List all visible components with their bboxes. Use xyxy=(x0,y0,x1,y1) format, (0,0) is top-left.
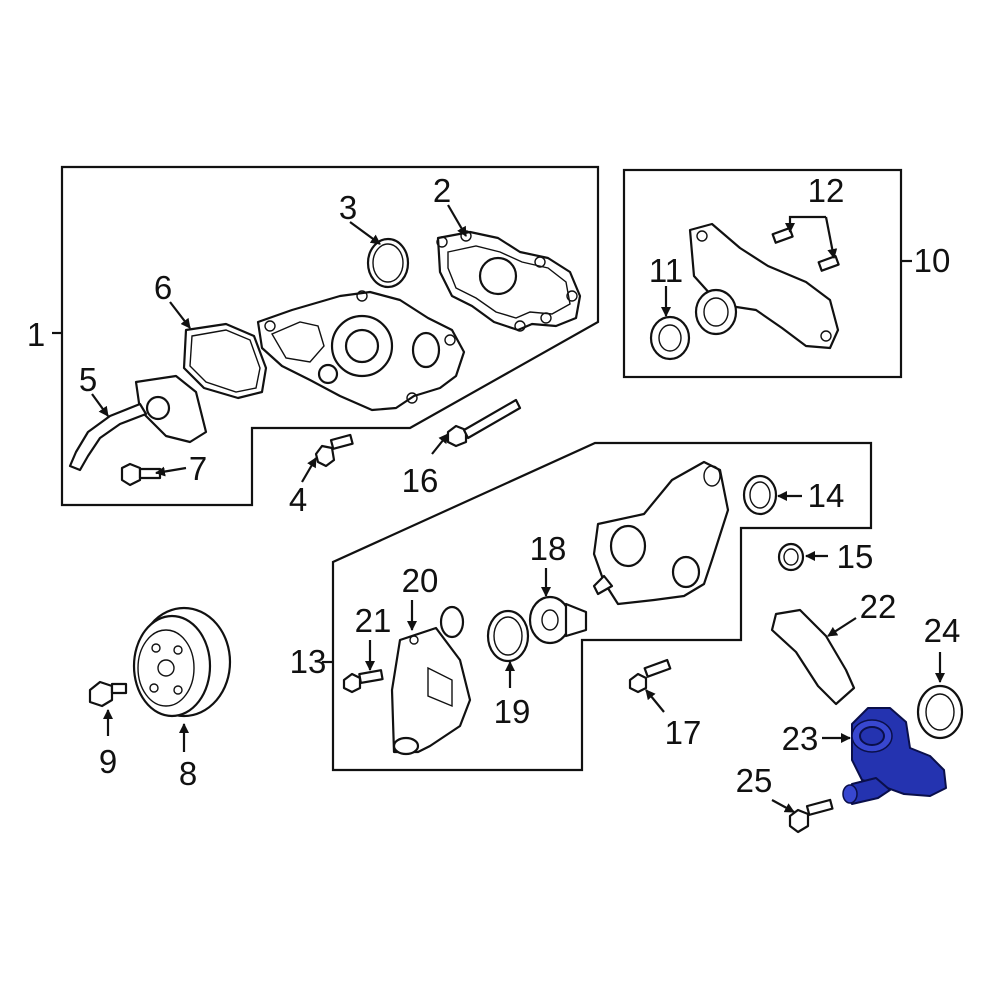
thermostat-group-box xyxy=(331,441,873,772)
callout-22: 22 xyxy=(860,588,897,625)
callout-8: 8 xyxy=(179,755,197,792)
bolt-21 xyxy=(342,669,384,694)
pump-gasket xyxy=(182,322,268,400)
bolt-7 xyxy=(120,462,162,487)
bolt-17 xyxy=(628,658,672,694)
callout-25: 25 xyxy=(736,762,773,799)
pump-o-ring xyxy=(366,237,410,289)
arrow-5 xyxy=(91,393,109,417)
seal-15 xyxy=(777,542,805,572)
coolant-outlet-housing xyxy=(688,222,840,350)
callout-17: 17 xyxy=(665,714,702,751)
arrow-12a xyxy=(785,215,826,233)
callout-19: 19 xyxy=(494,693,531,730)
callout-6: 6 xyxy=(154,269,172,306)
arrow-4 xyxy=(301,457,317,483)
callout-9: 9 xyxy=(99,743,117,780)
pump-inlet-pipe xyxy=(68,374,208,472)
callout-11: 11 xyxy=(649,252,683,289)
callout-21: 21 xyxy=(355,602,392,639)
callout-3: 3 xyxy=(339,189,357,226)
callout-4: 4 xyxy=(289,481,307,518)
arrow-2 xyxy=(447,204,467,237)
callout-13: 13 xyxy=(290,643,327,680)
callout-2: 2 xyxy=(433,172,451,209)
callout-16: 16 xyxy=(402,462,439,499)
arrow-3 xyxy=(349,221,381,245)
coolant-hose-22 xyxy=(770,608,856,706)
callout-15: 15 xyxy=(837,538,874,575)
gasket-19 xyxy=(486,609,530,663)
thermostat-cover-20 xyxy=(390,626,472,756)
leader-arrows xyxy=(91,204,945,813)
arrow-17 xyxy=(645,689,665,713)
callout-1: 1 xyxy=(27,316,45,353)
pump-cover-gasket xyxy=(436,230,582,332)
bolt-25 xyxy=(788,798,834,834)
arrow-12b xyxy=(824,216,838,259)
callout-24: 24 xyxy=(924,612,961,649)
spacer-ring xyxy=(439,605,465,639)
callout-labels: 1 2 3 4 5 6 7 8 9 10 11 12 13 14 15 16 1… xyxy=(27,172,961,799)
arrow-7 xyxy=(155,466,187,477)
callout-14: 14 xyxy=(808,477,845,514)
pulley-8 xyxy=(132,606,232,718)
arrow-6 xyxy=(169,301,191,329)
arrow-25 xyxy=(771,799,795,813)
seal-24 xyxy=(916,684,964,740)
outlet-seal-ring xyxy=(649,315,691,361)
outlet-group-box xyxy=(622,168,903,379)
water-pump-group-box xyxy=(60,165,600,507)
housing-seal-14 xyxy=(742,474,778,516)
callout-18: 18 xyxy=(530,530,567,567)
thermostat-housing xyxy=(592,460,730,606)
callout-20: 20 xyxy=(402,562,439,599)
thermostat-18 xyxy=(528,595,588,645)
callout-7: 7 xyxy=(189,450,207,487)
arrow-22 xyxy=(827,617,857,637)
callout-12: 12 xyxy=(808,172,845,209)
water-pump-body xyxy=(256,290,466,412)
callout-5: 5 xyxy=(79,361,97,398)
highlighted-water-outlet-23 xyxy=(842,707,947,805)
callout-10: 10 xyxy=(914,242,951,279)
callout-23: 23 xyxy=(782,720,819,757)
bolt-9 xyxy=(88,680,128,708)
arrow-16 xyxy=(431,433,449,455)
bolt-4 xyxy=(314,433,354,468)
long-bolt-16 xyxy=(446,398,522,448)
